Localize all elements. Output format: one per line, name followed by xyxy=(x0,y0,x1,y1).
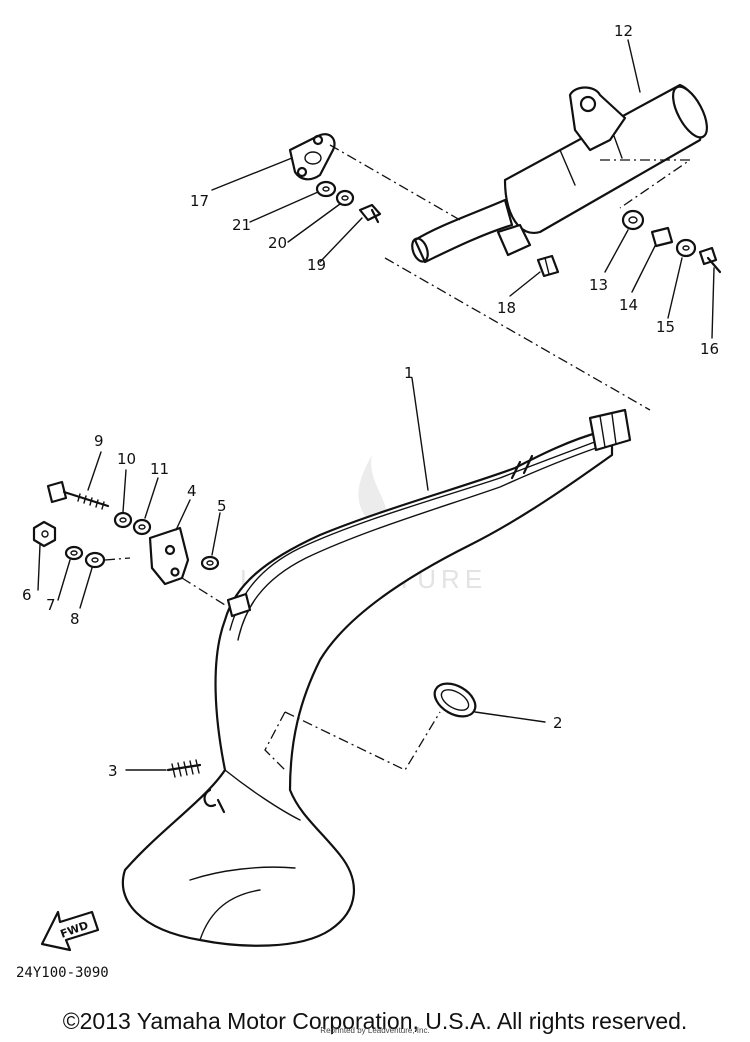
callout-12: 12 xyxy=(614,22,633,40)
washer-part-11 xyxy=(132,518,152,536)
callout-14: 14 xyxy=(619,296,638,314)
alignment-line-lower xyxy=(104,557,441,771)
bolt-part-9 xyxy=(46,480,110,510)
callout-7: 7 xyxy=(46,596,56,614)
reprint-note: Reprinted by Leadventure, Inc. xyxy=(320,1026,430,1035)
callout-18: 18 xyxy=(497,299,516,317)
callout-1: 1 xyxy=(404,364,414,382)
callout-6: 6 xyxy=(22,586,32,604)
callouts: 1 2 3 4 5 6 7 8 9 10 11 12 13 14 15 16 1… xyxy=(22,22,719,780)
callout-3: 3 xyxy=(108,762,118,780)
callout-2: 2 xyxy=(553,714,563,732)
copyright-notice: ©2013 Yamaha Motor Corporation, U.S.A. A… xyxy=(62,1008,688,1034)
washer-part-15 xyxy=(675,238,697,258)
callout-20: 20 xyxy=(268,234,287,252)
gasket-part-17 xyxy=(288,133,336,181)
silencer xyxy=(411,83,708,264)
exhaust-pipe xyxy=(121,408,632,947)
spring xyxy=(166,759,202,778)
gasket xyxy=(433,682,477,718)
callout-8: 8 xyxy=(70,610,80,628)
fwd-arrow: FWD xyxy=(40,910,100,952)
callout-17: 17 xyxy=(190,192,209,210)
washer-part-10 xyxy=(113,511,133,529)
washer-part-5 xyxy=(200,555,220,571)
washer-part-21 xyxy=(315,180,337,198)
callout-10: 10 xyxy=(117,450,136,468)
callout-5: 5 xyxy=(217,497,227,515)
washer-part-8 xyxy=(84,551,106,569)
callout-4: 4 xyxy=(187,482,197,500)
leader-lines xyxy=(37,39,715,771)
bolt-part-19 xyxy=(358,203,382,224)
callout-9: 9 xyxy=(94,432,104,450)
callout-13: 13 xyxy=(589,276,608,294)
alignment-line-upper xyxy=(329,144,693,411)
nut-part-6 xyxy=(32,520,57,548)
callout-16: 16 xyxy=(700,340,719,358)
collar-part-18 xyxy=(536,254,560,278)
part-code: 24Y100-3090 xyxy=(16,965,109,981)
bolt-part-16 xyxy=(698,246,722,274)
callout-15: 15 xyxy=(656,318,675,336)
callout-11: 11 xyxy=(150,460,169,478)
callout-19: 19 xyxy=(307,256,326,274)
bracket xyxy=(148,526,190,586)
grommet-part-13 xyxy=(621,209,645,231)
washer-part-20 xyxy=(335,189,355,207)
washer-part-7 xyxy=(64,545,84,561)
callout-21: 21 xyxy=(232,216,251,234)
collar-part-14 xyxy=(650,226,674,248)
